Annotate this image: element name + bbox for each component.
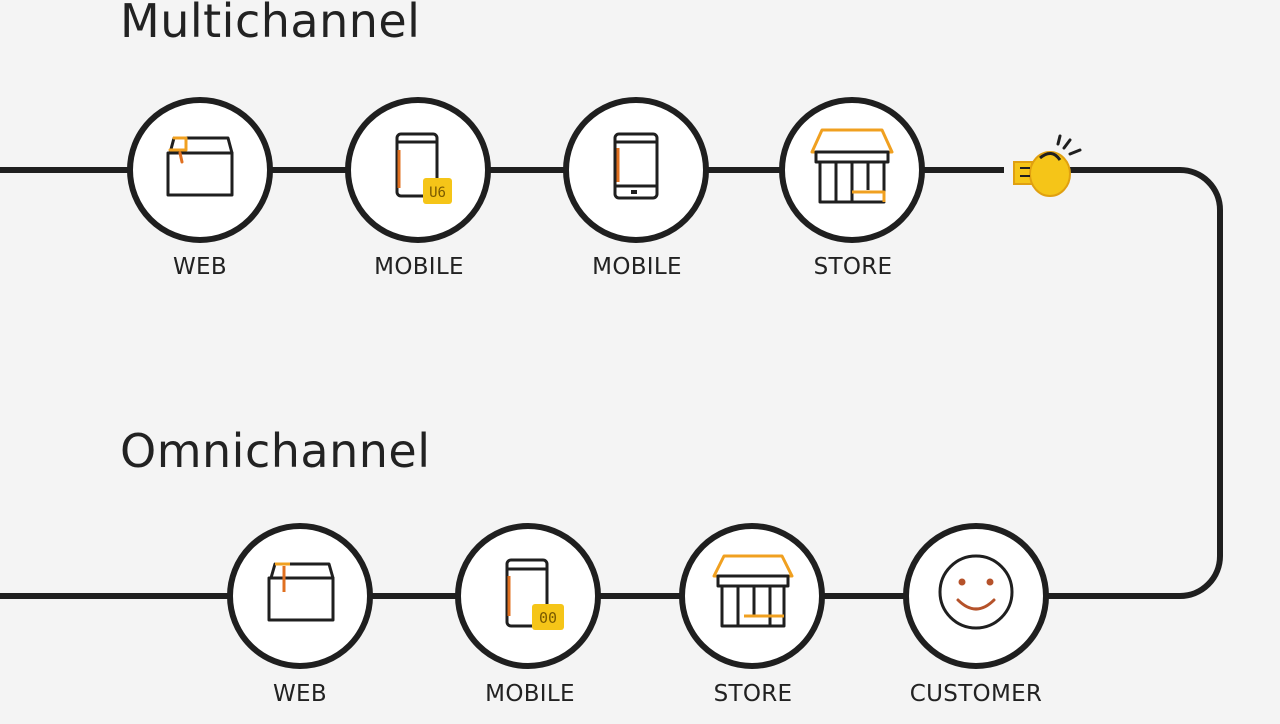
node-label-multi-web: WEB xyxy=(173,254,227,280)
mobile-badge-text: 00 xyxy=(539,609,557,627)
node-omni-web xyxy=(227,523,373,669)
box-icon xyxy=(267,562,335,622)
tablet-icon xyxy=(613,132,659,200)
flow-line xyxy=(0,167,1223,599)
node-omni-store xyxy=(679,523,825,669)
mobile-badge-text: U6 xyxy=(429,185,446,201)
phone-app-icon xyxy=(395,132,452,204)
node-label-multi-mobile-2: MOBILE xyxy=(592,254,682,280)
sparkle-hand-icon xyxy=(1004,134,1082,197)
node-label-omni-mobile: MOBILE xyxy=(485,681,575,707)
box-icon xyxy=(166,136,234,197)
omnichannel-title: Omnichannel xyxy=(120,424,431,478)
multichannel-title: Multichannel xyxy=(120,0,421,48)
node-label-multi-store: STORE xyxy=(813,254,893,280)
smiley-face-icon xyxy=(938,554,1014,630)
node-multi-web xyxy=(127,97,273,243)
storefront-icon xyxy=(810,128,894,204)
node-multi-store xyxy=(779,97,925,243)
node-label-multi-mobile-1: MOBILE xyxy=(374,254,464,280)
storefront-icon xyxy=(712,554,794,628)
node-label-omni-web: WEB xyxy=(273,681,327,707)
node-omni-customer xyxy=(903,523,1049,669)
node-label-omni-store: STORE xyxy=(713,681,793,707)
node-multi-mobile-2 xyxy=(563,97,709,243)
node-label-omni-customer: CUSTOMER xyxy=(909,681,1043,707)
phone-app-icon xyxy=(505,558,564,630)
node-multi-mobile-1: U6 xyxy=(345,97,491,243)
node-omni-mobile: 00 xyxy=(455,523,601,669)
